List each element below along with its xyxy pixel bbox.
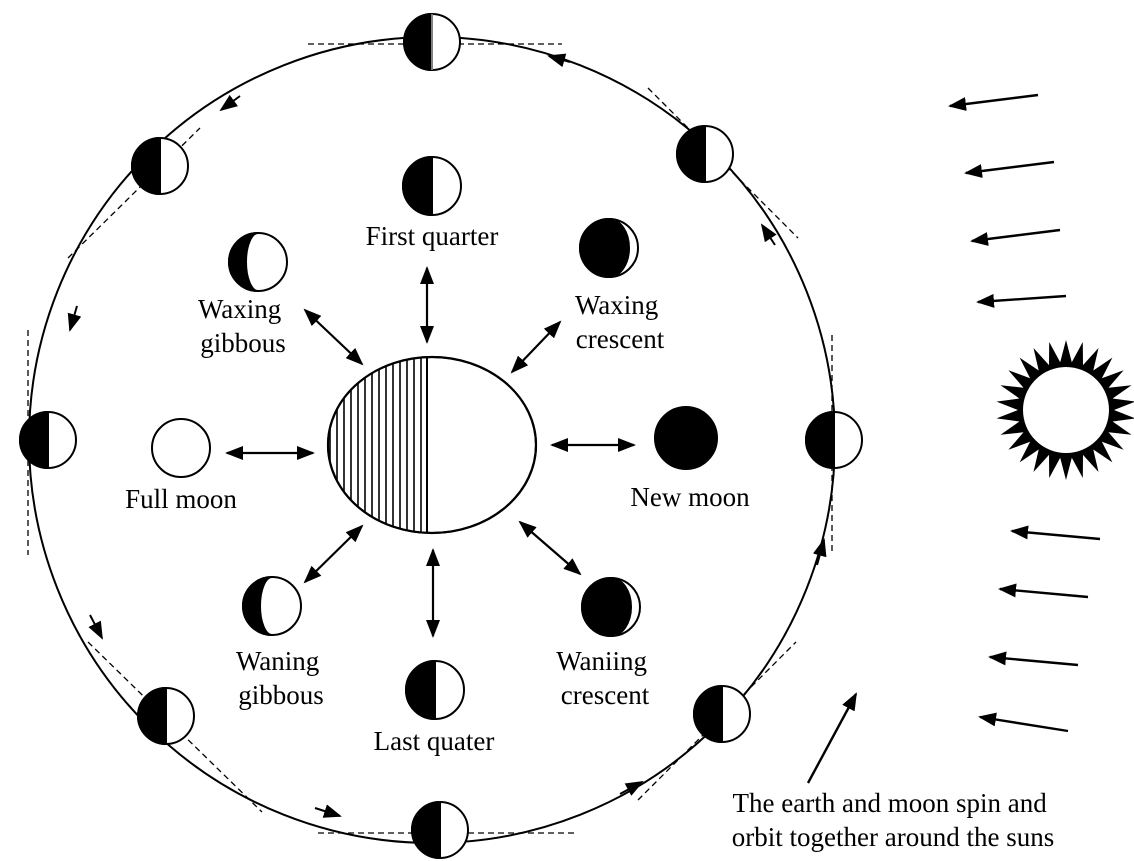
label-new-moon: New moon — [630, 482, 750, 512]
earth-icon — [328, 357, 536, 533]
sunlight-arrow-icon — [980, 717, 1068, 731]
sunlight-arrow-icon — [990, 657, 1078, 665]
phase-last-quarter-icon — [406, 661, 464, 719]
orbit-moon — [677, 126, 733, 182]
orbit-arrow — [315, 808, 340, 816]
orbit-moon — [694, 686, 750, 742]
orbit-arrow — [221, 96, 240, 110]
label-waxing-crescent-line2: crescent — [576, 324, 665, 354]
sunlight-arrow-icon — [950, 95, 1038, 106]
label-waxing-gibbous: Waxing gibbous — [198, 294, 288, 358]
sun-icon — [997, 340, 1134, 480]
orbit-arrow — [762, 225, 775, 245]
phase-arrow — [520, 522, 580, 574]
label-waning-gibbous-line2: gibbous — [238, 680, 324, 710]
caption: The earth and moon spin and orbit togeth… — [732, 788, 1054, 852]
orbit-arrow — [620, 782, 642, 794]
phase-waxing-gibbous-icon — [229, 233, 287, 291]
phase-new-moon-icon — [655, 407, 717, 469]
phase-waning-gibbous-icon — [243, 577, 301, 635]
phase-waning-crescent-icon — [582, 578, 640, 636]
phase-full-moon-icon — [152, 419, 210, 477]
sunlight-arrow-icon — [1000, 589, 1088, 597]
caption-line2: orbit together around the suns — [732, 822, 1054, 852]
caption-line1: The earth and moon spin and — [733, 788, 1048, 818]
orbit-moon — [138, 688, 194, 744]
label-waxing-gibbous-line1: Waxing — [198, 294, 281, 324]
label-waning-gibbous-line1: Waning — [236, 646, 319, 676]
label-waning-crescent: Waniing crescent — [556, 646, 654, 710]
orbit-arrow — [70, 306, 77, 330]
caption-pointer-arrow — [808, 694, 856, 783]
sunlight-arrow-icon — [1012, 531, 1100, 539]
phase-arrow — [305, 526, 362, 582]
label-waning-crescent-line2: crescent — [561, 680, 650, 710]
label-first-quarter: First quarter — [366, 221, 499, 251]
label-waxing-gibbous-line2: gibbous — [200, 328, 286, 358]
label-waxing-crescent: Waxing crescent — [575, 290, 665, 354]
phase-arrow — [512, 322, 560, 372]
orbit-moon — [20, 412, 76, 468]
label-full-moon: Full moon — [125, 484, 237, 514]
sunlight-arrow-icon — [978, 296, 1066, 302]
sunlight-arrow-icon — [972, 230, 1060, 241]
orbit-moon — [412, 802, 468, 858]
phase-arrow — [305, 310, 362, 364]
orbit-moon — [132, 138, 188, 194]
orbit-arrow — [90, 615, 102, 638]
orbit-moon — [404, 14, 460, 70]
sunlight-arrow-icon — [966, 162, 1054, 173]
label-last-quarter: Last quater — [374, 726, 495, 756]
label-waning-crescent-line1: Waniing — [556, 646, 647, 676]
label-waxing-crescent-line1: Waxing — [575, 290, 658, 320]
label-waning-gibbous: Waning gibbous — [236, 646, 326, 710]
orbit-moon — [806, 412, 862, 468]
phase-first-quarter-icon — [403, 157, 461, 215]
phase-waxing-crescent-icon — [580, 219, 638, 277]
